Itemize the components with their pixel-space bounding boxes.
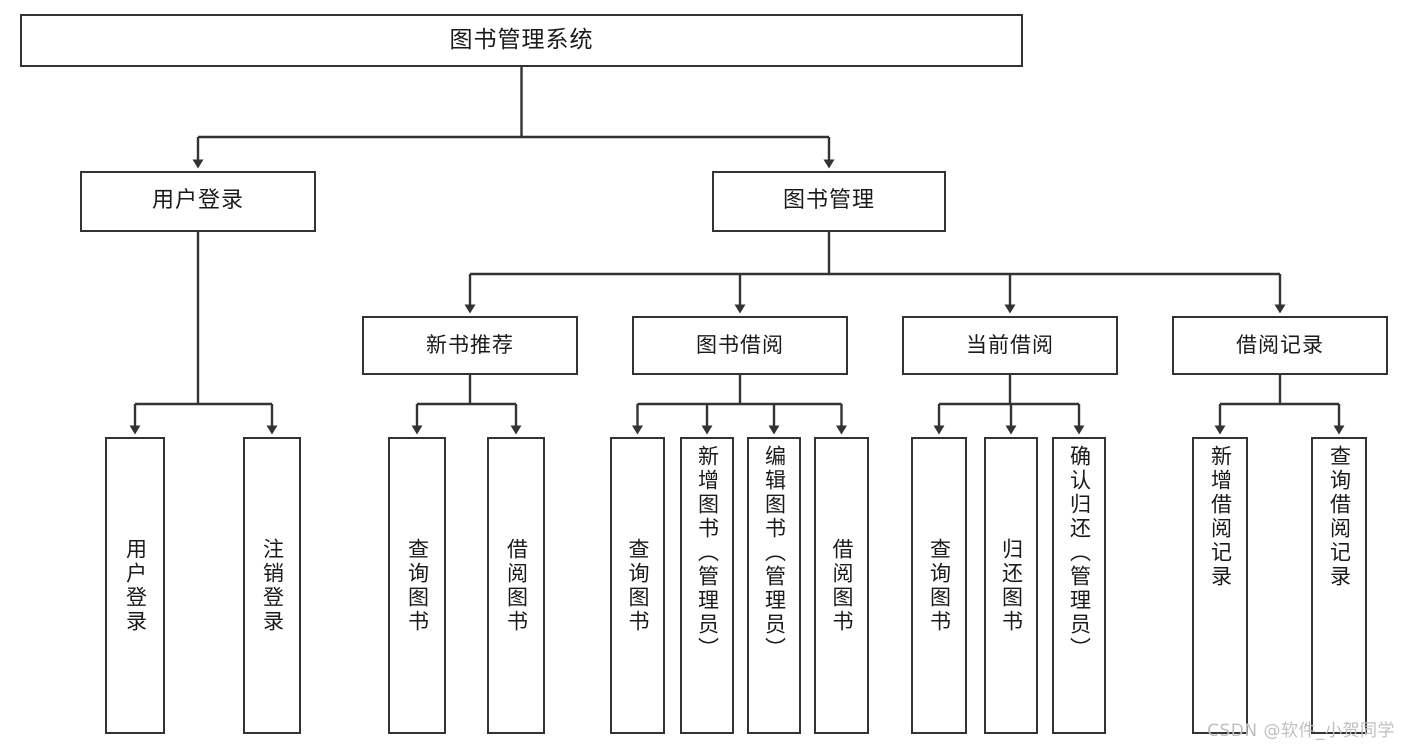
node-leaf-11[interactable]: 确认归还（管理员） <box>1052 437 1106 734</box>
node-label: 查询图书 <box>927 537 952 634</box>
node-leaf-6[interactable]: 新增图书（管理员） <box>680 437 734 734</box>
node-leaf-9[interactable]: 查询图书 <box>911 437 967 734</box>
node-leaf-7[interactable]: 编辑图书（管理员） <box>747 437 801 734</box>
node-label: 当前借阅 <box>966 332 1054 357</box>
watermark-text: CSDN @软件_小贺同学 <box>1207 721 1395 741</box>
node-leaf-2[interactable]: 注销登录 <box>243 437 301 734</box>
node-label: 新书推荐 <box>426 332 514 357</box>
node-label: 图书借阅 <box>696 332 784 357</box>
node-label: 图书管理 <box>782 188 875 214</box>
node-current[interactable]: 当前借阅 <box>902 316 1118 375</box>
node-label: 查询图书 <box>626 537 650 634</box>
node-root[interactable]: 图书管理系统 <box>20 14 1023 67</box>
node-label: 借阅图书 <box>504 537 529 634</box>
node-leaf-3[interactable]: 查询图书 <box>388 437 446 734</box>
node-borrow[interactable]: 图书借阅 <box>632 316 848 375</box>
node-newbook[interactable]: 新书推荐 <box>362 316 578 375</box>
node-leaf-12[interactable]: 新增借阅记录 <box>1192 437 1248 734</box>
node-label: 新增借阅记录 <box>1208 445 1233 589</box>
node-leaf-10[interactable]: 归还图书 <box>984 437 1038 734</box>
node-label: 确认归还（管理员） <box>1067 445 1092 661</box>
node-login[interactable]: 用户登录 <box>80 171 316 232</box>
node-label: 注销登录 <box>260 537 285 634</box>
node-label: 借阅记录 <box>1236 332 1324 357</box>
node-label: 用户登录 <box>123 537 148 634</box>
node-label: 借阅图书 <box>830 537 854 634</box>
node-leaf-4[interactable]: 借阅图书 <box>487 437 545 734</box>
node-leaf-5[interactable]: 查询图书 <box>610 437 665 734</box>
node-leaf-1[interactable]: 用户登录 <box>105 437 165 734</box>
node-label: 归还图书 <box>999 537 1024 634</box>
node-leaf-8[interactable]: 借阅图书 <box>814 437 869 734</box>
node-label: 查询图书 <box>405 537 430 634</box>
node-leaf-13[interactable]: 查询借阅记录 <box>1311 437 1367 734</box>
node-bookmgmt[interactable]: 图书管理 <box>712 171 946 232</box>
node-label: 编辑图书（管理员） <box>762 445 787 661</box>
node-records[interactable]: 借阅记录 <box>1172 316 1388 375</box>
node-label: 图书管理系统 <box>449 27 594 54</box>
node-label: 新增图书（管理员） <box>695 445 720 661</box>
node-label: 用户登录 <box>151 188 244 214</box>
node-label: 查询借阅记录 <box>1327 445 1352 589</box>
